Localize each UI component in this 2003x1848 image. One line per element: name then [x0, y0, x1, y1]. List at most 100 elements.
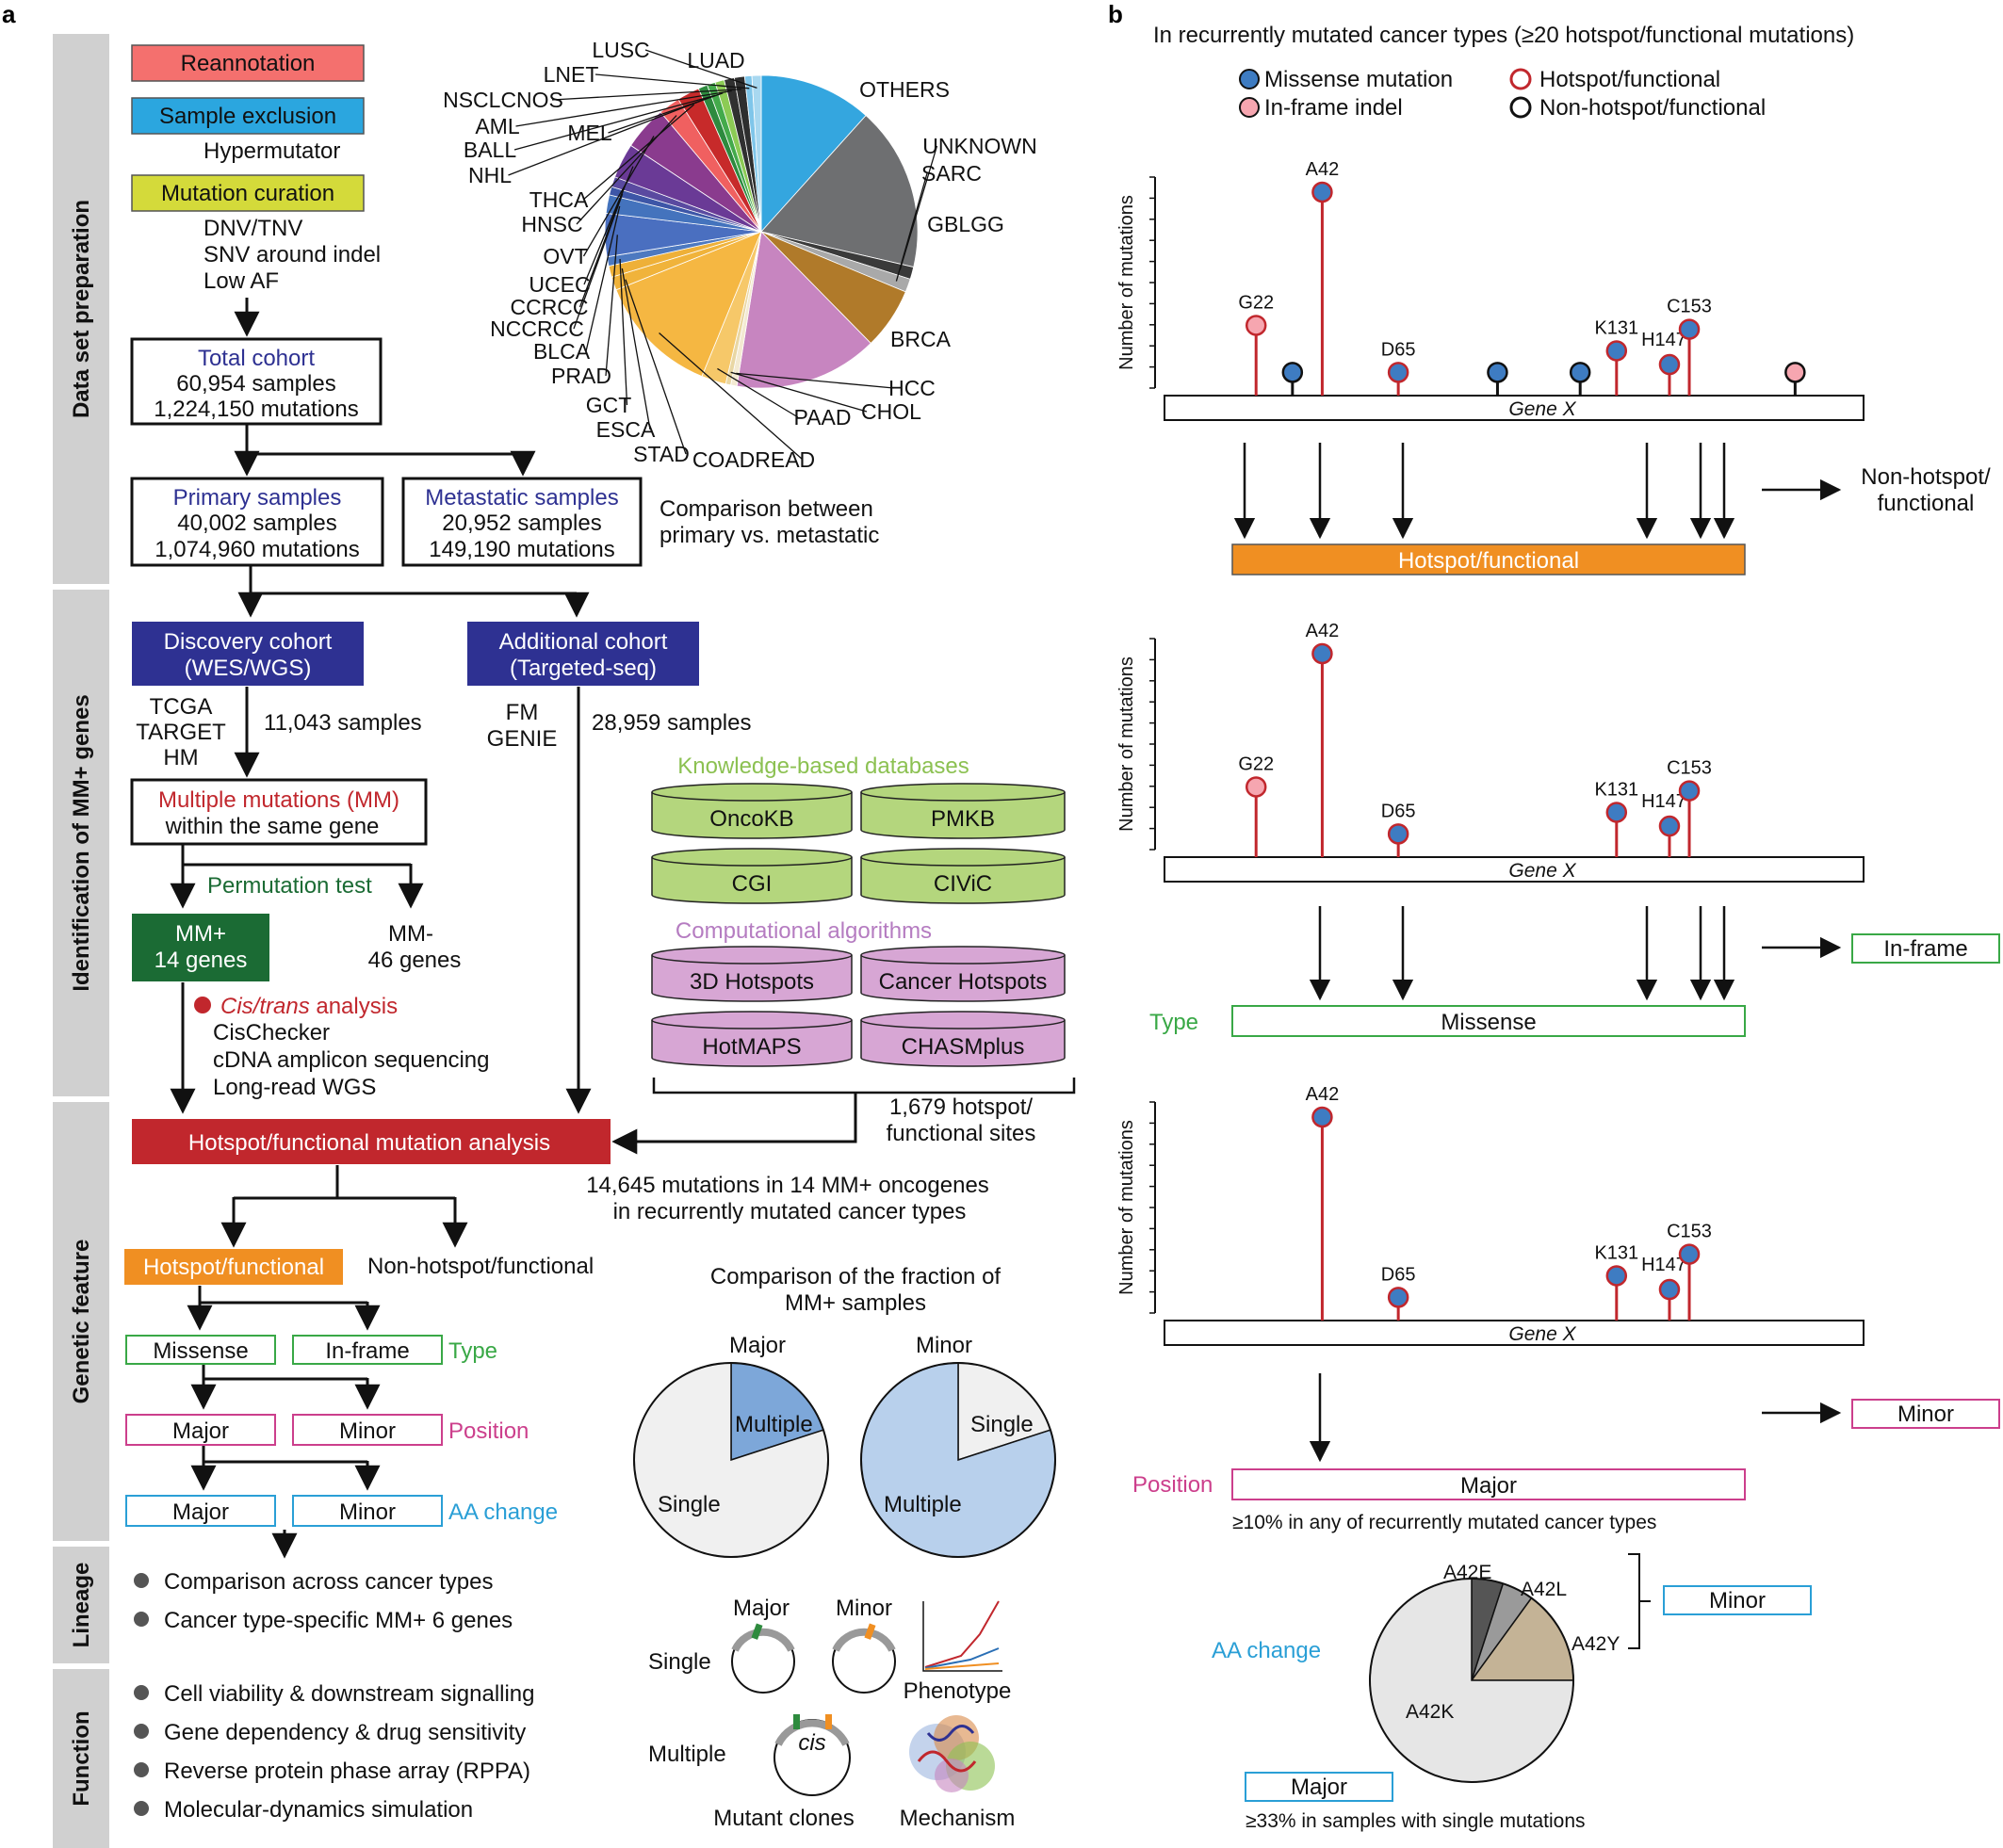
- pie-label-others: OTHERS: [859, 77, 950, 102]
- comparison-line: primary vs. metastatic: [660, 523, 879, 548]
- aa-major-box: [125, 1495, 276, 1527]
- residue-label: D65: [1381, 1264, 1416, 1285]
- mutation-curation-label: Mutation curation: [161, 181, 334, 206]
- pie-leader-line: [585, 205, 621, 352]
- pie-leader-line: [895, 172, 928, 282]
- pie-major-multiple: Multiple: [735, 1412, 813, 1437]
- missense-bar: [1231, 1005, 1746, 1037]
- lollipop-head-d65: [1387, 362, 1409, 383]
- pie-major-title: Major: [729, 1333, 786, 1358]
- pie-outline: [633, 1362, 829, 1558]
- position-label: Position: [448, 1418, 529, 1444]
- database-label: Cancer Hotspots: [879, 969, 1048, 995]
- residue-label: K131: [1594, 1242, 1638, 1263]
- lollipop-head-g22: [1245, 315, 1267, 336]
- minor-outcome-box: [1851, 1399, 2000, 1429]
- aa-minor-outcome-box: [1663, 1585, 1812, 1615]
- y-axis-label: Number of mutations: [1116, 1120, 1137, 1295]
- pie-slice-luad: [760, 74, 867, 234]
- lollipop-head-h147: [1658, 815, 1681, 837]
- discovery-source: HM: [163, 745, 198, 770]
- database-cgi: CGI: [651, 848, 853, 904]
- pie-leader-line: [608, 92, 724, 134]
- pie-label-prad: PRAD: [551, 364, 611, 388]
- clone-single-label: Single: [648, 1649, 711, 1675]
- lollipop-head-a42: [1311, 642, 1333, 665]
- pie-label-lusc: LUSC: [592, 38, 649, 62]
- mutation-mark-orange-icon: [864, 1623, 876, 1640]
- bullet-icon: [134, 1762, 149, 1777]
- mm-subtitle: within the same gene: [165, 814, 380, 839]
- mutations-note: in recurrently mutated cancer types: [613, 1199, 967, 1224]
- gene-bar: [1164, 856, 1865, 883]
- pie-major-single: Single: [658, 1492, 721, 1517]
- mutant-clones-illustration: Major Minor Single Multiple cis Mutant c…: [648, 1596, 896, 1831]
- additional-subtitle: (Targeted-seq): [510, 656, 657, 681]
- inframe-box: [292, 1335, 443, 1365]
- additional-source: GENIE: [487, 726, 558, 752]
- database-chasmplus: CHASMplus: [860, 1011, 1066, 1067]
- metastatic-samples-box: [401, 477, 643, 567]
- position-minor-box: [292, 1414, 443, 1446]
- primary-title: Primary samples: [173, 485, 342, 511]
- gene-label: Gene X: [1508, 860, 1576, 882]
- plasmid-arc-icon: [731, 1628, 795, 1652]
- pie-minor-multiple: Multiple: [884, 1492, 962, 1517]
- metastatic-samples: 20,952 samples: [442, 511, 601, 536]
- pie-label-brca: BRCA: [890, 327, 952, 351]
- permutation-test-label: Permutation test: [207, 873, 372, 899]
- mutant-clones-label: Mutant clones: [713, 1806, 854, 1831]
- mutation-mark-orange-icon: [825, 1714, 832, 1729]
- legend-missense-icon: [1239, 69, 1260, 89]
- plasmid-arc-icon: [774, 1719, 850, 1746]
- pie-minor-title: Minor: [916, 1333, 972, 1358]
- phenotype-graph-icon: [922, 1600, 1002, 1672]
- clone-multiple-label: Multiple: [648, 1742, 726, 1767]
- legend-inframe-label: In-frame indel: [1264, 95, 1403, 121]
- pie-leader-line: [717, 367, 799, 418]
- database-oncokb: OncoKB: [651, 783, 853, 839]
- pie-leader-line: [578, 186, 626, 308]
- legend-missense-label: Missense mutation: [1264, 67, 1453, 92]
- cis-method: Long-read WGS: [213, 1075, 376, 1100]
- pie-label-gct: GCT: [586, 393, 632, 417]
- aa-label-a42l: A42L: [1521, 1579, 1567, 1600]
- mutation-curation-box: [131, 174, 365, 212]
- clone-minor-label: Minor: [836, 1596, 892, 1621]
- major-position-label: Major: [1460, 1473, 1517, 1499]
- pie-leader-line: [573, 193, 624, 330]
- lineage-item: Comparison across cancer types: [164, 1569, 493, 1595]
- hotspot-functional-label: Hotspot/functional: [143, 1255, 324, 1280]
- pie-label-thca: THCA: [529, 187, 589, 212]
- y-axis-label: Number of mutations: [1116, 195, 1137, 370]
- pie-label-mel: MEL: [567, 121, 612, 145]
- pie-label-luad: LUAD: [687, 48, 744, 73]
- residue-label: C153: [1667, 1222, 1712, 1242]
- type-axis-label: Type: [1149, 1010, 1198, 1035]
- major-position-bar: [1231, 1468, 1746, 1500]
- reannotation-label: Reannotation: [181, 51, 316, 76]
- aa-minor-outcome-label: Minor: [1709, 1588, 1766, 1613]
- cistrans-bullet-icon: [194, 997, 211, 1013]
- pie-leader-line: [551, 89, 741, 101]
- database-civic: CIViC: [860, 848, 1066, 904]
- pie-label-hnsc: HNSC: [521, 212, 582, 236]
- lollipop-head-c153: [1678, 318, 1701, 340]
- section-label-genetic-feature: Genetic feature: [69, 1240, 94, 1404]
- aa-major-label: Major: [172, 1499, 229, 1525]
- pie-label-paad: PAAD: [794, 405, 852, 430]
- pie-leader-line: [594, 73, 750, 89]
- residue-label: H147: [1641, 791, 1686, 812]
- missense-box: [125, 1335, 276, 1365]
- protein-structure-icon: [909, 1715, 995, 1792]
- pie-leader-line: [899, 145, 938, 270]
- aa-note: ≥33% in samples with single mutations: [1246, 1810, 1586, 1832]
- lollipop-head-c153: [1678, 780, 1701, 802]
- mm-box: [130, 778, 428, 846]
- lollipop-head-d65: [1387, 1287, 1409, 1308]
- sidebar-genetic-feature: [53, 1102, 109, 1541]
- inframe-outcome-box: [1851, 933, 2000, 964]
- sidebar-lineage: [53, 1547, 109, 1663]
- mm-plus-title: MM+: [175, 921, 226, 947]
